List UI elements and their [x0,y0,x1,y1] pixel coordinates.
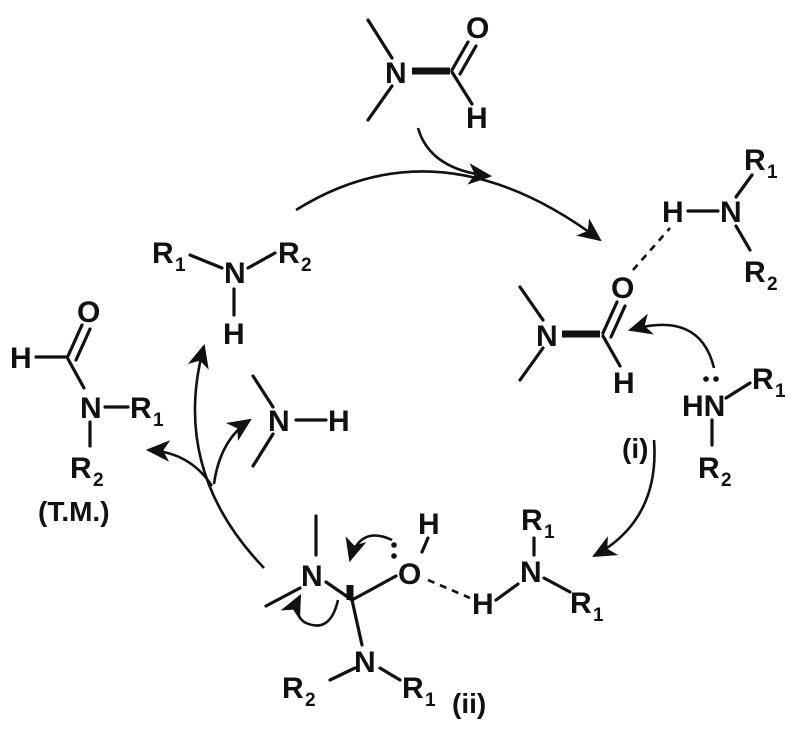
amine-reagent-right: H N R 1 R 2 [662,144,778,295]
reaction-arrows [145,127,716,627]
atom-n: N [354,646,376,679]
atom-sub1: 1 [544,522,555,543]
arrow-dmf-in [416,127,493,185]
atom-n: N [536,320,558,353]
atom-sub1: 1 [175,255,186,276]
atom-r: R [130,392,152,425]
intermediate-label: (ii) [452,688,486,719]
product-formamide: H O N R 1 R 2 (T.M.) [10,296,164,527]
atom-h: H [472,588,494,621]
atom-n: N [385,57,407,90]
arrow-to-dimethylamine [212,418,252,485]
atom-sub1: 1 [153,410,164,431]
dimethylamine-byproduct: N H [251,374,350,468]
atom-n: N [268,405,290,438]
atom-sub1: 1 [593,605,604,626]
atom-h: H [328,405,350,438]
atom-h: H [466,102,488,135]
arrow-nucleophilic-attack [627,313,716,369]
atom-o: O [398,558,421,591]
product-label: (T.M.) [38,496,110,527]
atom-sub2: 2 [767,274,778,295]
atom-sub2: 2 [93,470,104,491]
arrow-right-arc [592,439,656,558]
activated-dmf: N O H [518,227,671,400]
atom-h: H [10,342,32,375]
atom-hn: HN [682,390,725,423]
curly-arrow-oxygen [345,534,393,563]
atom-r: R [282,672,304,705]
atom-r: R [752,363,774,396]
atom-sub2: 2 [721,470,732,491]
atom-n: N [224,257,246,290]
atom-o: O [611,272,634,305]
dmf-reagent: N O H [366,12,489,135]
atom-o: O [466,12,489,45]
atom-r: R [570,587,592,620]
nucleophile-amine: HN R 1 R 2 [682,363,786,491]
atom-r: R [152,237,174,270]
atom-n: N [520,556,542,589]
atom-sub1: 1 [775,381,786,402]
arrow-top-arc [295,170,602,242]
curly-arrow-nitrogen [280,594,340,627]
atom-sub2: 2 [301,255,312,276]
arrow-left-arc [187,343,265,569]
atom-h: H [613,367,635,400]
atom-n: N [720,196,742,229]
atom-r: R [402,672,424,705]
atom-sub1: 1 [425,690,436,711]
step-label: (i) [622,433,648,464]
atom-r: R [744,144,766,177]
atom-o: O [77,296,100,329]
atom-r: R [278,237,300,270]
atom-r: R [744,256,766,289]
arrow-to-product [145,440,214,487]
atom-sub2: 2 [305,690,316,711]
atom-h: H [418,508,440,541]
atom-r: R [70,452,92,485]
atom-h: H [223,318,245,351]
amine-reagent-left: R 1 N R 2 H [152,237,312,351]
atom-r: R [698,452,720,485]
atom-sub1: 1 [767,162,778,183]
atom-n: N [301,560,323,593]
hbonded-amine: H N R 1 R 1 [472,504,604,626]
atom-r: R [521,504,543,537]
atom-h: H [662,196,684,229]
atom-n: N [80,392,102,425]
